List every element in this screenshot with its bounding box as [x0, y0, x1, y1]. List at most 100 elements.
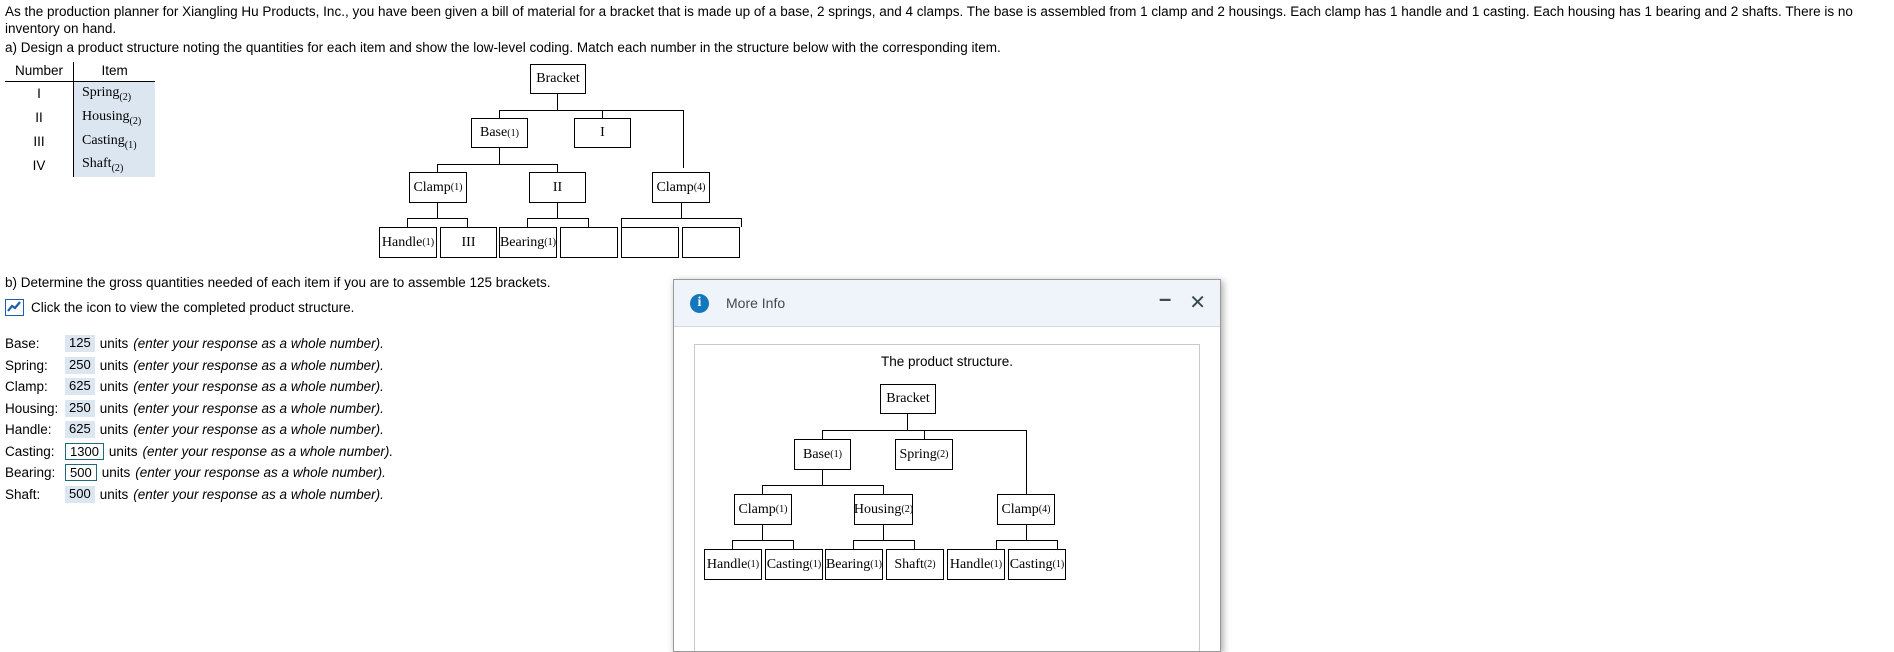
- tree-node-roman-iii[interactable]: III: [440, 227, 497, 258]
- tree-node-clamp-1-label: Clamp: [413, 179, 451, 195]
- popup-connector-clamp1-down: [762, 525, 764, 540]
- popup-node-spring-qty: (2): [936, 449, 949, 460]
- tree-node-occluded-2: [621, 227, 679, 258]
- answer-label-spring: Spring:: [5, 357, 48, 373]
- product-structure-icon-row[interactable]: Click the icon to view the completed pro…: [5, 299, 354, 316]
- answer-input-spring[interactable]: 250: [65, 356, 95, 374]
- popup-node-spring-label: Spring: [899, 446, 937, 462]
- connector-clamp4-up: [683, 110, 685, 168]
- popup-node-casting-2-qty: (1): [1052, 559, 1065, 570]
- connector-bracket-down: [557, 94, 559, 110]
- legend-number-4: IV: [5, 153, 75, 178]
- popup-connector-clamp4-children-bus: [996, 540, 1057, 542]
- legend-item-1[interactable]: Spring(2): [73, 81, 156, 106]
- popup-connector-clamp4-down: [1026, 525, 1028, 540]
- connector-roman-ii-children-bus: [527, 218, 588, 220]
- popup-node-bearing-qty: (1): [870, 559, 883, 570]
- answer-hint-spring: (enter your response as a whole number).: [133, 357, 384, 373]
- popup-node-clamp-1: Clamp(1): [734, 494, 792, 525]
- answer-hint-base: (enter your response as a whole number).: [133, 336, 384, 352]
- connector-clamp1-up: [437, 164, 439, 172]
- popup-node-shaft-label: Shaft: [894, 556, 924, 572]
- answer-input-handle[interactable]: 625: [65, 421, 95, 439]
- connector-roman-ii-down: [557, 203, 559, 218]
- answer-input-base[interactable]: 125: [65, 335, 95, 353]
- roman-numeral-legend-table: Number Item I Spring(2) II Housing(2) II…: [5, 62, 156, 178]
- answer-hint-bearing: (enter your response as a whole number).: [135, 465, 386, 481]
- answer-row-clamp: Clamp: 625 units (enter your response as…: [5, 376, 393, 398]
- answer-label-shaft: Shaft:: [5, 486, 41, 502]
- popup-connector-bearing-up: [853, 540, 855, 549]
- more-info-panel: The product structure. Bracket Base(1): [694, 344, 1200, 651]
- more-info-titlebar[interactable]: i More Info – ✕: [674, 280, 1220, 327]
- legend-item-2-qty: (2): [129, 115, 142, 127]
- popup-connector-spring-up: [924, 430, 926, 439]
- popup-connector-handle2-up: [996, 540, 998, 549]
- connector-clamp4-child2-up: [741, 218, 743, 227]
- table-row: III Casting(1): [5, 129, 156, 154]
- legend-item-3-qty: (1): [124, 139, 137, 151]
- connector-base-up: [499, 110, 501, 118]
- connector-roman-ii-up: [557, 164, 559, 172]
- answer-input-clamp[interactable]: 625: [65, 378, 95, 396]
- popup-node-clamp-1-qty: (1): [775, 504, 788, 515]
- tree-node-roman-i[interactable]: I: [574, 118, 631, 148]
- popup-node-handle-2-qty: (1): [990, 559, 1003, 570]
- legend-item-2-name: Housing: [82, 108, 130, 124]
- answer-input-casting[interactable]: 1300: [65, 442, 104, 460]
- more-info-body: The product structure. Bracket Base(1): [674, 327, 1220, 651]
- units-label-housing: units: [99, 400, 129, 416]
- legend-item-3-name: Casting: [82, 132, 125, 148]
- legend-number-1: I: [5, 81, 75, 106]
- popup-node-bearing: Bearing(1): [825, 549, 883, 580]
- legend-number-3: III: [5, 129, 75, 154]
- product-structure-icon-hint-label: Click the icon to view the completed pro…: [31, 300, 355, 315]
- popup-connector-base-down: [822, 470, 824, 485]
- chart-icon[interactable]: [5, 299, 24, 316]
- popup-node-housing-qty: (2): [901, 504, 914, 515]
- legend-item-2[interactable]: Housing(2): [73, 105, 156, 130]
- tree-node-bearing-qty: (1): [544, 237, 557, 248]
- answer-input-bearing[interactable]: 500: [65, 464, 97, 482]
- popup-connector-clamp4-up: [1026, 430, 1028, 494]
- table-row: I Spring(2): [5, 81, 156, 106]
- popup-node-clamp-4-qty: (4): [1038, 504, 1051, 515]
- connector-level2-bus: [437, 164, 558, 166]
- popup-node-housing: Housing(2): [854, 494, 913, 525]
- legend-item-1-name: Spring: [82, 85, 120, 100]
- more-info-title: More Info: [726, 295, 786, 311]
- answer-hint-handle: (enter your response as a whole number).: [133, 422, 384, 438]
- tree-node-bracket: Bracket: [530, 64, 586, 94]
- connector-level1-bus: [499, 110, 684, 112]
- popup-connector-shaft-up: [914, 540, 916, 549]
- connector-roman-iii-up: [467, 218, 469, 227]
- popup-node-base-label: Base: [803, 446, 831, 462]
- tree-node-roman-ii[interactable]: II: [529, 172, 586, 203]
- tree-node-clamp-4-label: Clamp: [656, 179, 694, 195]
- close-icon[interactable]: ✕: [1189, 292, 1206, 314]
- tree-node-occluded-3: [682, 227, 740, 258]
- tree-node-clamp-4-qty: (4): [693, 182, 706, 193]
- legend-item-3[interactable]: Casting(1): [73, 129, 156, 154]
- answer-row-housing: Housing: 250 units (enter your response …: [5, 398, 393, 420]
- answer-hint-housing: (enter your response as a whole number).: [133, 400, 384, 416]
- tree-node-bracket-label: Bracket: [536, 71, 580, 86]
- minimize-icon[interactable]: –: [1158, 286, 1172, 311]
- answer-row-casting: Casting: 1300 units (enter your response…: [5, 441, 393, 463]
- popup-connector-casting1-up: [793, 540, 795, 549]
- popup-node-handle-1: Handle(1): [704, 549, 762, 580]
- more-info-dialog[interactable]: i More Info – ✕ The product structure. B…: [673, 279, 1221, 652]
- units-label-clamp: units: [99, 379, 129, 395]
- legend-item-4[interactable]: Shaft(2): [73, 153, 156, 178]
- answer-label-clamp: Clamp:: [5, 379, 48, 395]
- popup-node-handle-1-label: Handle: [706, 556, 748, 572]
- tree-node-clamp-1: Clamp(1): [409, 172, 467, 203]
- units-label-base: units: [99, 336, 129, 352]
- popup-connector-housing-children-bus: [853, 540, 914, 542]
- answer-input-housing[interactable]: 250: [65, 399, 95, 417]
- tree-node-roman-iii-label: III: [461, 234, 476, 250]
- units-label-handle: units: [99, 422, 129, 438]
- popup-node-clamp-1-label: Clamp: [738, 501, 776, 517]
- answer-input-shaft[interactable]: 500: [65, 485, 95, 503]
- main-product-structure-diagram: Bracket Base(1) I Clamp(1) II Clamp(4): [0, 0, 780, 280]
